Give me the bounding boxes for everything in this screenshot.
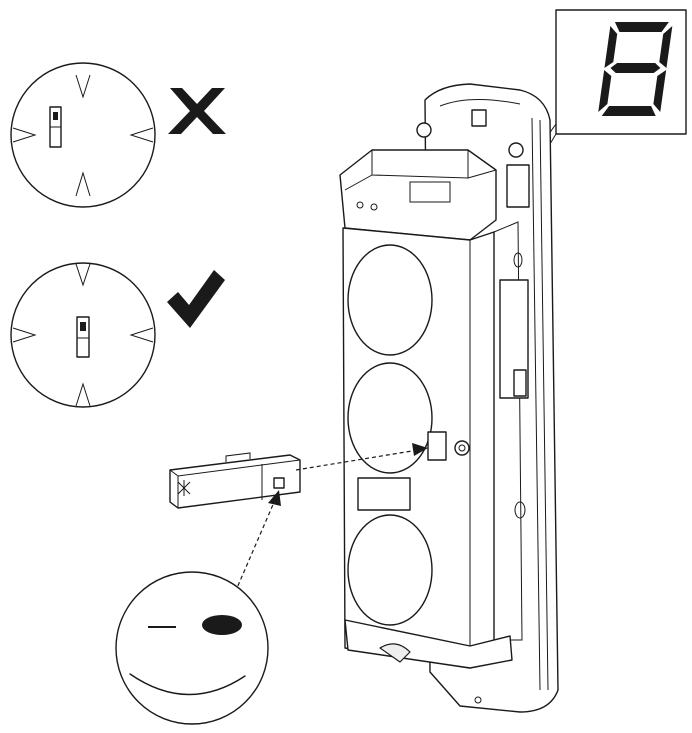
digit-display-callout: 8 bbox=[509, 9, 687, 211]
cross-icon bbox=[168, 88, 226, 134]
dial-wrong-orientation bbox=[10, 62, 156, 208]
sensor-upright-icon bbox=[76, 316, 90, 358]
insert-arrow bbox=[295, 443, 428, 471]
middle-lens bbox=[347, 362, 433, 474]
sensor-module bbox=[169, 452, 301, 509]
upper-lens bbox=[347, 244, 433, 356]
detector-unit bbox=[339, 83, 559, 713]
magnified-detail-circle bbox=[115, 571, 269, 725]
check-icon bbox=[167, 270, 225, 328]
seven-segment-digit bbox=[598, 22, 673, 116]
lower-lens bbox=[347, 514, 433, 626]
sensor-tilted-icon bbox=[49, 106, 62, 148]
dial-correct-orientation bbox=[10, 262, 156, 408]
fan-symbol-icon bbox=[177, 480, 191, 496]
